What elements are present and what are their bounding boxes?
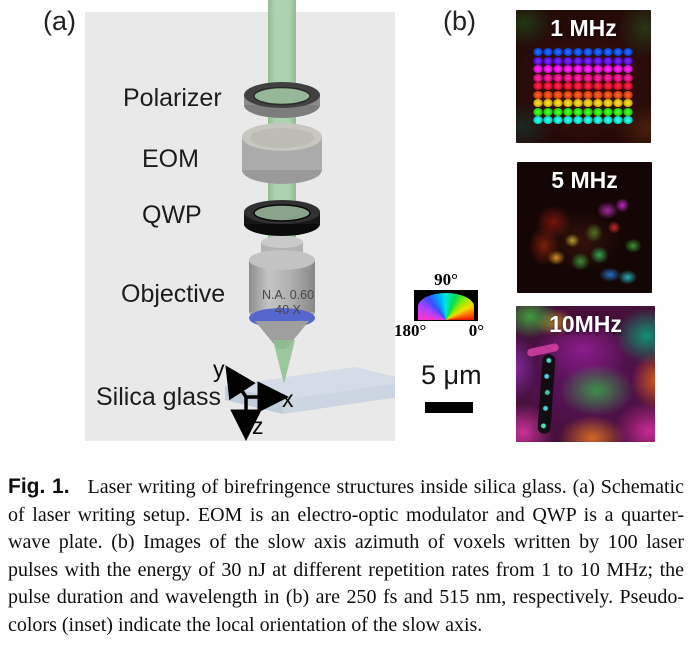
dark-streak	[537, 353, 556, 435]
micrograph-1mhz-label: 1 MHz	[550, 15, 617, 41]
scale-bar-label: 5 μm	[421, 360, 482, 390]
panel-a-label: (a)	[43, 6, 76, 36]
axis-y-label: y	[213, 356, 225, 382]
angle-bottom-labels: 180° 0°	[394, 321, 484, 341]
qwp-element	[244, 200, 320, 236]
axis-z-label: z	[252, 413, 264, 439]
figure-caption: Fig. 1.Laser writing of birefringence st…	[8, 473, 684, 639]
objective-mag-text: 40 X	[275, 303, 301, 317]
micrograph-1mhz: 1 MHz	[516, 10, 651, 143]
angle-0-label: 0°	[468, 321, 484, 340]
micrograph-5mhz-label: 5 MHz	[551, 167, 618, 193]
polarizer-element	[244, 82, 320, 118]
objective-cone	[255, 321, 309, 349]
objective-markings: N.A. 0.60 40 X	[256, 288, 320, 318]
azimuth-color-wheel	[414, 290, 478, 321]
panel-b-label: (b)	[443, 6, 476, 36]
objective-element	[249, 236, 315, 349]
objective-na-text: N.A. 0.60	[261, 288, 315, 302]
magenta-dash	[526, 342, 560, 358]
voxel-grid	[533, 48, 633, 124]
focused-beam-cone	[273, 340, 295, 384]
micrograph-5mhz: 5 MHz	[517, 162, 652, 293]
eom-element	[242, 123, 322, 184]
micrograph-10mhz: 10MHz	[516, 306, 655, 442]
silica-glass-label: Silica glass	[96, 383, 222, 411]
objective-label: Objective	[121, 280, 226, 308]
figure-caption-text: Laser writing of birefringence structure…	[8, 476, 684, 636]
polarizer-label: Polarizer	[123, 84, 222, 112]
angle-90-label: 90°	[434, 270, 458, 289]
coordinate-axes	[225, 365, 289, 441]
hue-half-disk	[418, 293, 474, 320]
scale-bar	[425, 402, 473, 413]
micrograph-10mhz-label: 10MHz	[549, 311, 622, 337]
laser-setup-schematic	[85, 0, 395, 441]
qwp-label: QWP	[142, 201, 202, 229]
figure-caption-number: Fig. 1.	[8, 475, 70, 498]
eom-label: EOM	[142, 145, 199, 173]
axis-x-label: x	[282, 386, 294, 412]
angle-180-label: 180°	[394, 321, 427, 340]
